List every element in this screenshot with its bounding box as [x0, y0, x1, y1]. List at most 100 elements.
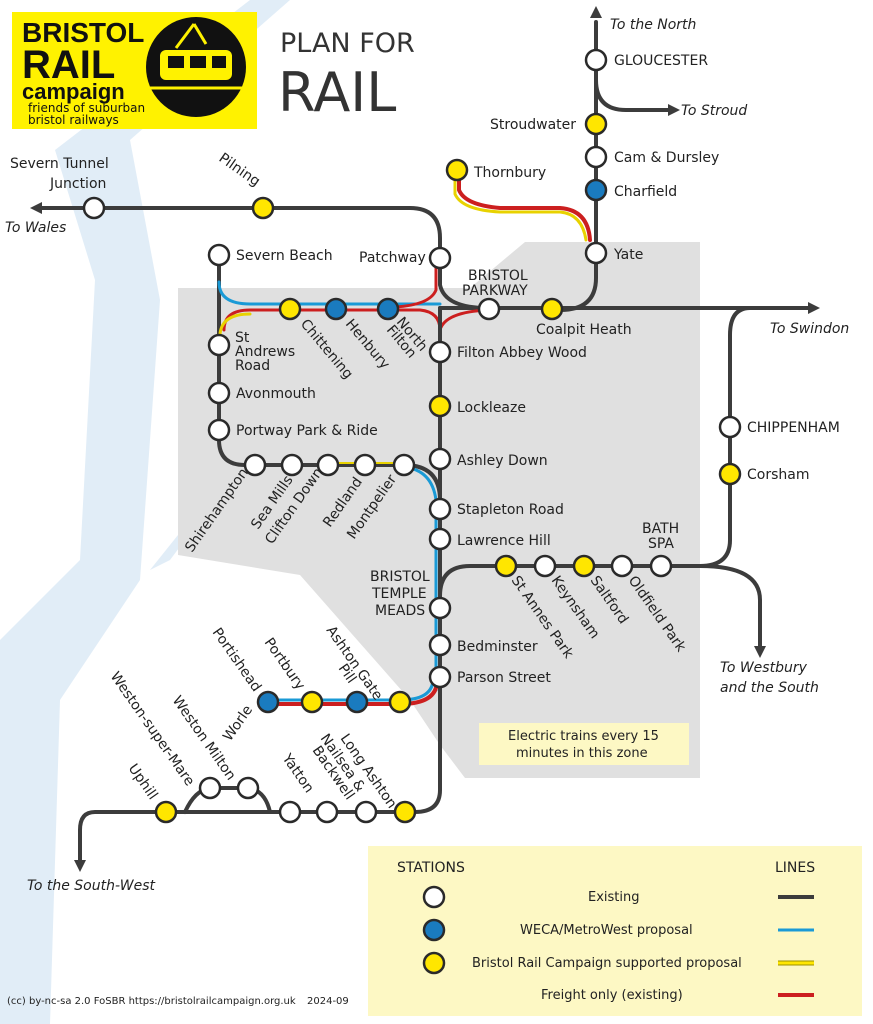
zone-note: Electric trains every 15 minutes in this… [479, 723, 689, 765]
logo-line-bristol: BRISTOL [22, 17, 144, 48]
label-severn-tunnel-1: Severn Tunnel [10, 156, 109, 172]
zone-note-line1: Electric trains every 15 [508, 729, 659, 744]
station-stroudwater[interactable] [584, 112, 608, 136]
station-shirehampton[interactable] [243, 453, 267, 477]
station-henbury[interactable] [324, 297, 348, 321]
station-north-filton[interactable] [376, 297, 400, 321]
station-worle[interactable] [278, 800, 302, 824]
station-avonmouth[interactable] [207, 381, 231, 405]
logo: BRISTOL RAIL campaign friends of suburba… [12, 12, 257, 129]
label-patchway: Patchway [359, 250, 426, 266]
dest-swindon: To Swindon [770, 321, 849, 337]
dest-north: To the North [610, 17, 696, 33]
label-uphill: Uphill [125, 761, 161, 803]
station-portbury[interactable] [300, 690, 324, 714]
label-yatton: Yatton [278, 750, 317, 796]
station-montpelier[interactable] [392, 453, 416, 477]
station-gloucester[interactable] [584, 48, 608, 72]
station-portishead[interactable] [256, 690, 280, 714]
map-title-line2: RAIL [278, 61, 396, 124]
station-temple-meads[interactable] [428, 596, 452, 620]
line-henbury-brc [218, 312, 252, 336]
station-saltford[interactable] [572, 554, 596, 578]
legend-label-existing: Existing [588, 890, 640, 905]
label-st-andrews-3: Road [235, 358, 270, 374]
station-parkway[interactable] [477, 297, 501, 321]
label-temple-meads-1: BRISTOL [370, 569, 430, 585]
station-pilning[interactable] [251, 196, 275, 220]
line-henbury-weca [217, 280, 442, 306]
logo-tagline-1: friends of suburban [28, 101, 145, 115]
legend-lines-header: LINES [775, 860, 815, 876]
station-bath-spa[interactable] [649, 554, 673, 578]
station-redland[interactable] [353, 453, 377, 477]
station-lawrence-hill[interactable] [428, 527, 452, 551]
label-parkway-2: PARKWAY [462, 283, 528, 299]
station-yate[interactable] [584, 241, 608, 265]
train-icon [146, 17, 246, 117]
label-st-andrews-2: Andrews [235, 344, 295, 360]
station-clifton-down[interactable] [316, 453, 340, 477]
label-stroudwater: Stroudwater [490, 117, 576, 133]
station-portway[interactable] [207, 418, 231, 442]
label-weston-super-mare: Weston-super-Mare [107, 669, 198, 789]
station-pill[interactable] [345, 690, 369, 714]
station-ashton-gate[interactable] [388, 690, 412, 714]
station-long-ashton[interactable] [393, 800, 417, 824]
station-weston-milton[interactable] [236, 776, 260, 800]
station-lockleaze[interactable] [428, 394, 452, 418]
arrow-north-icon [590, 6, 602, 18]
station-ashley-down[interactable] [428, 447, 452, 471]
logo-line-rail: RAIL [22, 43, 115, 87]
station-keynsham[interactable] [533, 554, 557, 578]
label-cam-dursley: Cam & Dursley [614, 150, 719, 166]
station-severn-beach[interactable] [207, 243, 231, 267]
arrow-swindon-icon [808, 302, 820, 314]
line-weston-loop [183, 786, 272, 814]
station-weston-super-mare[interactable] [198, 776, 222, 800]
legend-station-brc [422, 951, 446, 975]
label-gloucester: GLOUCESTER [614, 53, 708, 69]
station-corsham[interactable] [718, 462, 742, 486]
label-parson-street: Parson Street [457, 670, 551, 686]
station-sea-mills[interactable] [280, 453, 304, 477]
station-st-annes-park[interactable] [494, 554, 518, 578]
line-patchway-freight [393, 260, 438, 309]
station-parson-street[interactable] [428, 665, 452, 689]
station-uphill[interactable] [154, 800, 178, 824]
legend-station-existing [422, 885, 446, 909]
station-oldfield-park[interactable] [610, 554, 634, 578]
station-cam-dursley[interactable] [584, 145, 608, 169]
label-avonmouth: Avonmouth [236, 386, 316, 402]
footer-date: 2024-09 [307, 996, 349, 1007]
dest-wales: To Wales [5, 220, 66, 236]
stations [82, 48, 742, 824]
label-charfield: Charfield [614, 184, 677, 200]
station-st-andrews[interactable] [207, 333, 231, 357]
station-yatton[interactable] [315, 800, 339, 824]
station-thornbury[interactable] [445, 158, 469, 182]
station-severn-tunnel[interactable] [82, 196, 106, 220]
legend: STATIONS LINES Existing WECA/MetroWest p… [368, 846, 862, 1016]
dest-westbury-1: To Westbury [720, 660, 808, 676]
station-chittening[interactable] [278, 297, 302, 321]
line-thornbury-proposal [453, 174, 588, 242]
label-portishead: Portishead [209, 625, 264, 695]
station-bedminster[interactable] [428, 633, 452, 657]
station-charfield[interactable] [584, 178, 608, 202]
label-filton-abbey-wood: Filton Abbey Wood [457, 345, 587, 361]
label-coalpit-heath: Coalpit Heath [536, 322, 632, 338]
legend-station-weca [422, 918, 446, 942]
line-thornbury-freight [457, 174, 592, 242]
station-patchway[interactable] [428, 246, 452, 270]
station-nailsea[interactable] [354, 800, 378, 824]
legend-label-brc: Bristol Rail Campaign supported proposal [472, 956, 742, 971]
station-coalpit-heath[interactable] [540, 297, 564, 321]
station-filton-abbey-wood[interactable] [428, 340, 452, 364]
station-stapleton-road[interactable] [428, 497, 452, 521]
severn-estuary [0, 0, 290, 1024]
legend-label-weca: WECA/MetroWest proposal [520, 923, 693, 938]
label-stapleton-road: Stapleton Road [457, 502, 564, 518]
station-chippenham[interactable] [718, 415, 742, 439]
